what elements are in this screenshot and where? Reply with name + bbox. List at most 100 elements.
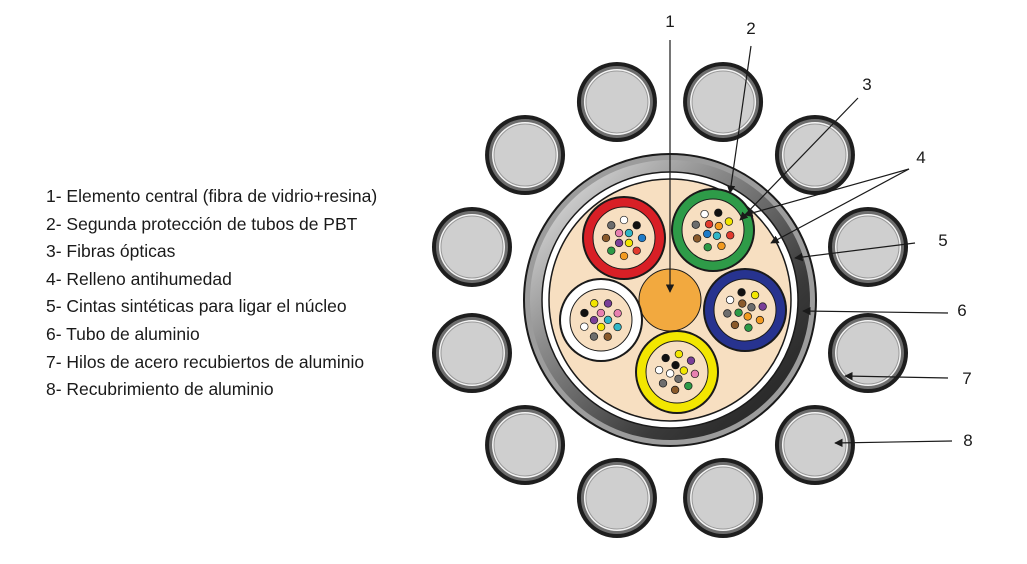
tube-yellow-inner	[645, 340, 709, 404]
optical-fiber	[624, 228, 634, 238]
legend-item-4: 4- Relleno antihumedad	[46, 268, 232, 289]
callout-leader-line	[744, 168, 910, 218]
steel-wire-4	[836, 215, 900, 279]
optical-fiber	[730, 320, 740, 330]
callout-number-4: 4	[916, 148, 925, 167]
steel-wire-7	[691, 466, 755, 530]
optical-fiber	[614, 228, 624, 238]
legend-item-1: 1- Elemento central (fibra de vidrio+res…	[46, 186, 378, 206]
optical-fiber	[747, 303, 756, 312]
steel-wire-8	[585, 466, 649, 530]
steel-wire-12	[493, 123, 557, 187]
optical-fiber	[596, 322, 606, 332]
optical-fiber	[717, 241, 726, 251]
optical-fiber	[613, 322, 622, 332]
optical-fiber	[744, 323, 753, 332]
optical-fiber	[607, 221, 616, 230]
steel-wire-2	[691, 70, 755, 134]
optical-fiber	[614, 238, 624, 248]
callout-leader-line	[844, 371, 949, 381]
steel-wire-1	[585, 70, 649, 134]
optical-fiber	[601, 233, 611, 243]
legend-item-3: 3- Fibras ópticas	[46, 241, 176, 262]
optical-fiber	[619, 215, 629, 225]
optical-fiber	[690, 369, 700, 379]
callout-leader-line	[794, 242, 916, 262]
optical-fiber	[692, 234, 702, 243]
optical-fiber	[684, 381, 693, 391]
optical-fiber	[637, 233, 647, 243]
legend-item-7: 7- Hilos de acero recubiertos de alumini…	[46, 351, 365, 372]
optical-fiber	[723, 309, 732, 318]
cable-core	[523, 153, 817, 447]
legend-item-6: 6- Tubo de aluminio	[46, 323, 200, 344]
optical-fiber	[686, 356, 696, 365]
optical-fiber	[674, 374, 683, 383]
optical-fiber	[603, 299, 613, 308]
optical-fiber	[589, 315, 599, 325]
optical-fiber	[632, 221, 641, 230]
callout-number-5: 5	[938, 231, 947, 250]
optical-fiber	[580, 322, 589, 331]
callout-leader-line	[726, 45, 752, 194]
optical-fiber	[603, 332, 612, 341]
steel-wire-6	[783, 413, 847, 477]
legend-item-8: 8- Recubrimiento de aluminio	[46, 379, 274, 400]
optical-fiber	[607, 246, 616, 255]
legend-item-2: 2- Segunda protección de tubos de PBT	[46, 213, 358, 234]
tube-green-inner	[681, 198, 745, 262]
optical-fiber	[700, 209, 709, 219]
optical-fiber	[589, 332, 599, 341]
callout-leader-line	[834, 438, 953, 448]
optical-fiber	[755, 315, 765, 325]
optical-fiber	[726, 231, 735, 240]
optical-fiber	[619, 251, 629, 261]
optical-fiber	[734, 308, 743, 317]
optical-fiber	[674, 349, 684, 359]
callout-number-7: 7	[962, 369, 971, 388]
optical-fiber	[724, 217, 734, 226]
callout-number-3: 3	[862, 75, 871, 94]
optical-fiber	[714, 221, 723, 231]
optical-fiber	[704, 220, 714, 229]
optical-fiber	[703, 229, 712, 239]
steel-wire-11	[440, 215, 504, 279]
steel-wire-10	[440, 321, 504, 385]
callout-number-8: 8	[963, 431, 972, 450]
optical-fiber	[661, 353, 670, 363]
callout-number-2: 2	[746, 19, 755, 38]
callout-leader-line	[802, 306, 949, 316]
optical-fiber	[737, 288, 746, 297]
legend-item-5: 5- Cintas sintéticas para ligar el núcle…	[46, 296, 347, 317]
optical-fiber	[666, 369, 675, 378]
optical-fiber	[691, 220, 700, 229]
optical-fiber	[750, 290, 760, 300]
tube-blue-inner	[713, 278, 777, 342]
optical-fiber	[743, 312, 752, 321]
optical-fiber	[596, 308, 606, 318]
callout-number-1: 1	[665, 12, 674, 31]
optical-fiber	[679, 366, 688, 375]
steel-wire-strands	[431, 61, 909, 539]
optical-fiber	[671, 361, 680, 370]
optical-fiber	[590, 299, 599, 308]
steel-wire-3	[783, 123, 847, 187]
optical-fiber	[624, 238, 634, 248]
steel-wire-5	[836, 321, 900, 385]
optical-fiber	[670, 385, 680, 395]
callout-leader-line	[739, 97, 859, 221]
optical-fiber	[725, 295, 735, 305]
optical-fiber	[658, 379, 668, 388]
optical-fiber	[703, 243, 712, 252]
optical-fiber	[738, 299, 747, 308]
legend: 1- Elemento central (fibra de vidrio+res…	[46, 183, 377, 404]
callout-leader-line	[770, 168, 910, 244]
optical-fiber	[714, 208, 723, 217]
optical-fiber	[654, 365, 664, 375]
optical-fiber	[613, 309, 622, 318]
optical-fiber	[758, 302, 767, 311]
steel-wire-9	[493, 413, 557, 477]
optical-fiber	[603, 315, 613, 325]
